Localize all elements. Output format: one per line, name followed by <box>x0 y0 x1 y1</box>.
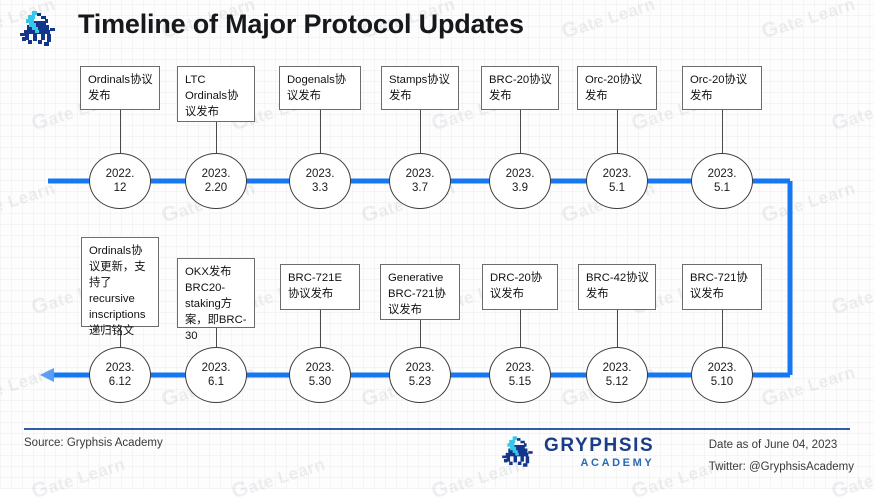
event-label-box: DRC-20协议发布 <box>482 264 558 310</box>
brand-block: GRYPHSIS ACADEMY <box>497 434 654 470</box>
event-label-text: Ordinals协议更新，支持了recursive inscriptions 递… <box>89 245 146 338</box>
node-year: 2023. <box>405 361 435 374</box>
event-label-text: BRC-721E协议发布 <box>288 272 342 301</box>
node-day: 3.7 <box>412 182 428 194</box>
timeline-node[interactable]: 2023. 5.30 <box>289 347 351 403</box>
event-label-text: DRC-20协议发布 <box>490 272 543 301</box>
event-label-box: Generative BRC-721协议发布 <box>380 264 460 320</box>
node-year: 2023. <box>305 167 335 180</box>
event-label-text: BRC-42协议发布 <box>586 272 649 301</box>
event-label-text: BRC-20协议发布 <box>489 74 552 103</box>
timeline-node[interactable]: 2022. 12 <box>89 153 151 209</box>
node-year: 2023. <box>707 167 737 180</box>
node-year: 2023. <box>505 361 535 374</box>
timeline-node[interactable]: 2023. 5.1 <box>691 153 753 209</box>
event-label-text: LTC Ordinals协议发布 <box>185 74 239 119</box>
node-day: 5.1 <box>609 182 625 194</box>
event-label-text: Generative BRC-721协议发布 <box>388 272 446 317</box>
node-year: 2023. <box>602 167 632 180</box>
timeline-node[interactable]: 2023. 5.23 <box>389 347 451 403</box>
node-day: 5.30 <box>308 376 332 388</box>
event-label-text: OKX发布BRC20-staking方案，即BRC-30 <box>185 266 247 343</box>
node-year: 2023. <box>405 167 435 180</box>
timeline-node[interactable]: 2023. 5.12 <box>586 347 648 403</box>
connector-stem <box>216 328 217 347</box>
node-day: 5.10 <box>710 376 734 388</box>
node-day: 6.12 <box>108 376 132 388</box>
event-label-box: OKX发布BRC20-staking方案，即BRC-30 <box>177 258 255 342</box>
event-label-text: Stamps协议发布 <box>389 74 450 103</box>
node-day: 5.15 <box>508 376 532 388</box>
node-day: 5.1 <box>714 182 730 194</box>
twitter-handle[interactable]: Twitter: @GryphsisAcademy <box>708 461 854 474</box>
node-day: 6.1 <box>208 376 224 388</box>
connector-stem <box>722 110 723 153</box>
event-label-text: Dogenals协议发布 <box>287 74 347 103</box>
timeline-node[interactable]: 2023. 3.9 <box>489 153 551 209</box>
timeline-node[interactable]: 2023. 2.20 <box>185 153 247 209</box>
event-label-box: Ordinals协议发布 <box>80 66 160 110</box>
connector-stem <box>420 110 421 153</box>
node-day: 5.23 <box>408 376 432 388</box>
connector-stem <box>722 310 723 347</box>
timeline-node[interactable]: 2023. 6.1 <box>185 347 247 403</box>
node-year: 2022. <box>105 167 135 180</box>
node-day: 2.20 <box>204 182 228 194</box>
connector-stem <box>320 310 321 347</box>
timeline-node[interactable]: 2023. 5.15 <box>489 347 551 403</box>
node-year: 2023. <box>602 361 632 374</box>
connector-stem <box>216 122 217 153</box>
brand-wordmark: GRYPHSIS ACADEMY <box>544 436 654 469</box>
gryphsis-griffin-logo-icon <box>20 11 55 46</box>
event-label-box: Orc-20协议发布 <box>577 66 657 110</box>
source-text: Source: Gryphsis Academy <box>24 437 163 449</box>
node-day: 3.3 <box>312 182 328 194</box>
node-day: 3.9 <box>512 182 528 194</box>
timeline-node[interactable]: 2023. 3.3 <box>289 153 351 209</box>
brand-sub: ACADEMY <box>580 456 655 469</box>
event-label-text: Orc-20协议发布 <box>585 74 643 103</box>
event-label-box: BRC-721E协议发布 <box>280 264 360 310</box>
connector-stem <box>617 110 618 153</box>
connector-stem <box>420 320 421 347</box>
event-label-box: Stamps协议发布 <box>381 66 459 110</box>
timeline-node[interactable]: 2023. 5.1 <box>586 153 648 209</box>
event-label-box: BRC-42协议发布 <box>578 264 656 310</box>
node-year: 2023. <box>201 361 231 374</box>
meta-block: Date as of June 04, 2023 Twitter: @Gryph… <box>709 434 854 479</box>
node-year: 2023. <box>305 361 335 374</box>
event-label-box: BRC-20协议发布 <box>481 66 559 110</box>
event-label-box: BRC-721协议发布 <box>682 264 762 310</box>
connector-stem <box>120 327 121 347</box>
event-label-text: Ordinals协议发布 <box>88 74 153 103</box>
connector-stem <box>320 110 321 153</box>
connector-stem <box>520 110 521 153</box>
event-label-box: LTC Ordinals协议发布 <box>177 66 255 122</box>
timeline-node[interactable]: 2023. 6.12 <box>89 347 151 403</box>
footer-divider <box>24 428 850 430</box>
gryphsis-griffin-logo-icon <box>502 436 533 467</box>
connector-stem <box>120 110 121 153</box>
event-label-text: BRC-721协议发布 <box>690 272 748 301</box>
brand-name: GRYPHSIS <box>544 434 655 456</box>
node-day: 12 <box>113 182 127 194</box>
header: Timeline of Major Protocol Updates <box>0 0 874 58</box>
timeline-node[interactable]: 2023. 3.7 <box>389 153 451 209</box>
node-day: 5.12 <box>605 376 629 388</box>
date-note: Date as of June 04, 2023 <box>708 439 838 451</box>
timeline-node[interactable]: 2023. 5.10 <box>691 347 753 403</box>
event-label-box: Dogenals协议发布 <box>279 66 361 110</box>
event-label-box: Orc-20协议发布 <box>682 66 762 110</box>
node-year: 2023. <box>505 167 535 180</box>
event-label-text: Orc-20协议发布 <box>690 74 748 103</box>
connector-stem <box>520 310 521 347</box>
node-year: 2023. <box>201 167 231 180</box>
node-year: 2023. <box>707 361 737 374</box>
connector-stem <box>617 310 618 347</box>
event-label-box: Ordinals协议更新，支持了recursive inscriptions 递… <box>81 237 159 337</box>
node-year: 2023. <box>105 361 135 374</box>
page-title: Timeline of Major Protocol Updates <box>78 9 524 39</box>
